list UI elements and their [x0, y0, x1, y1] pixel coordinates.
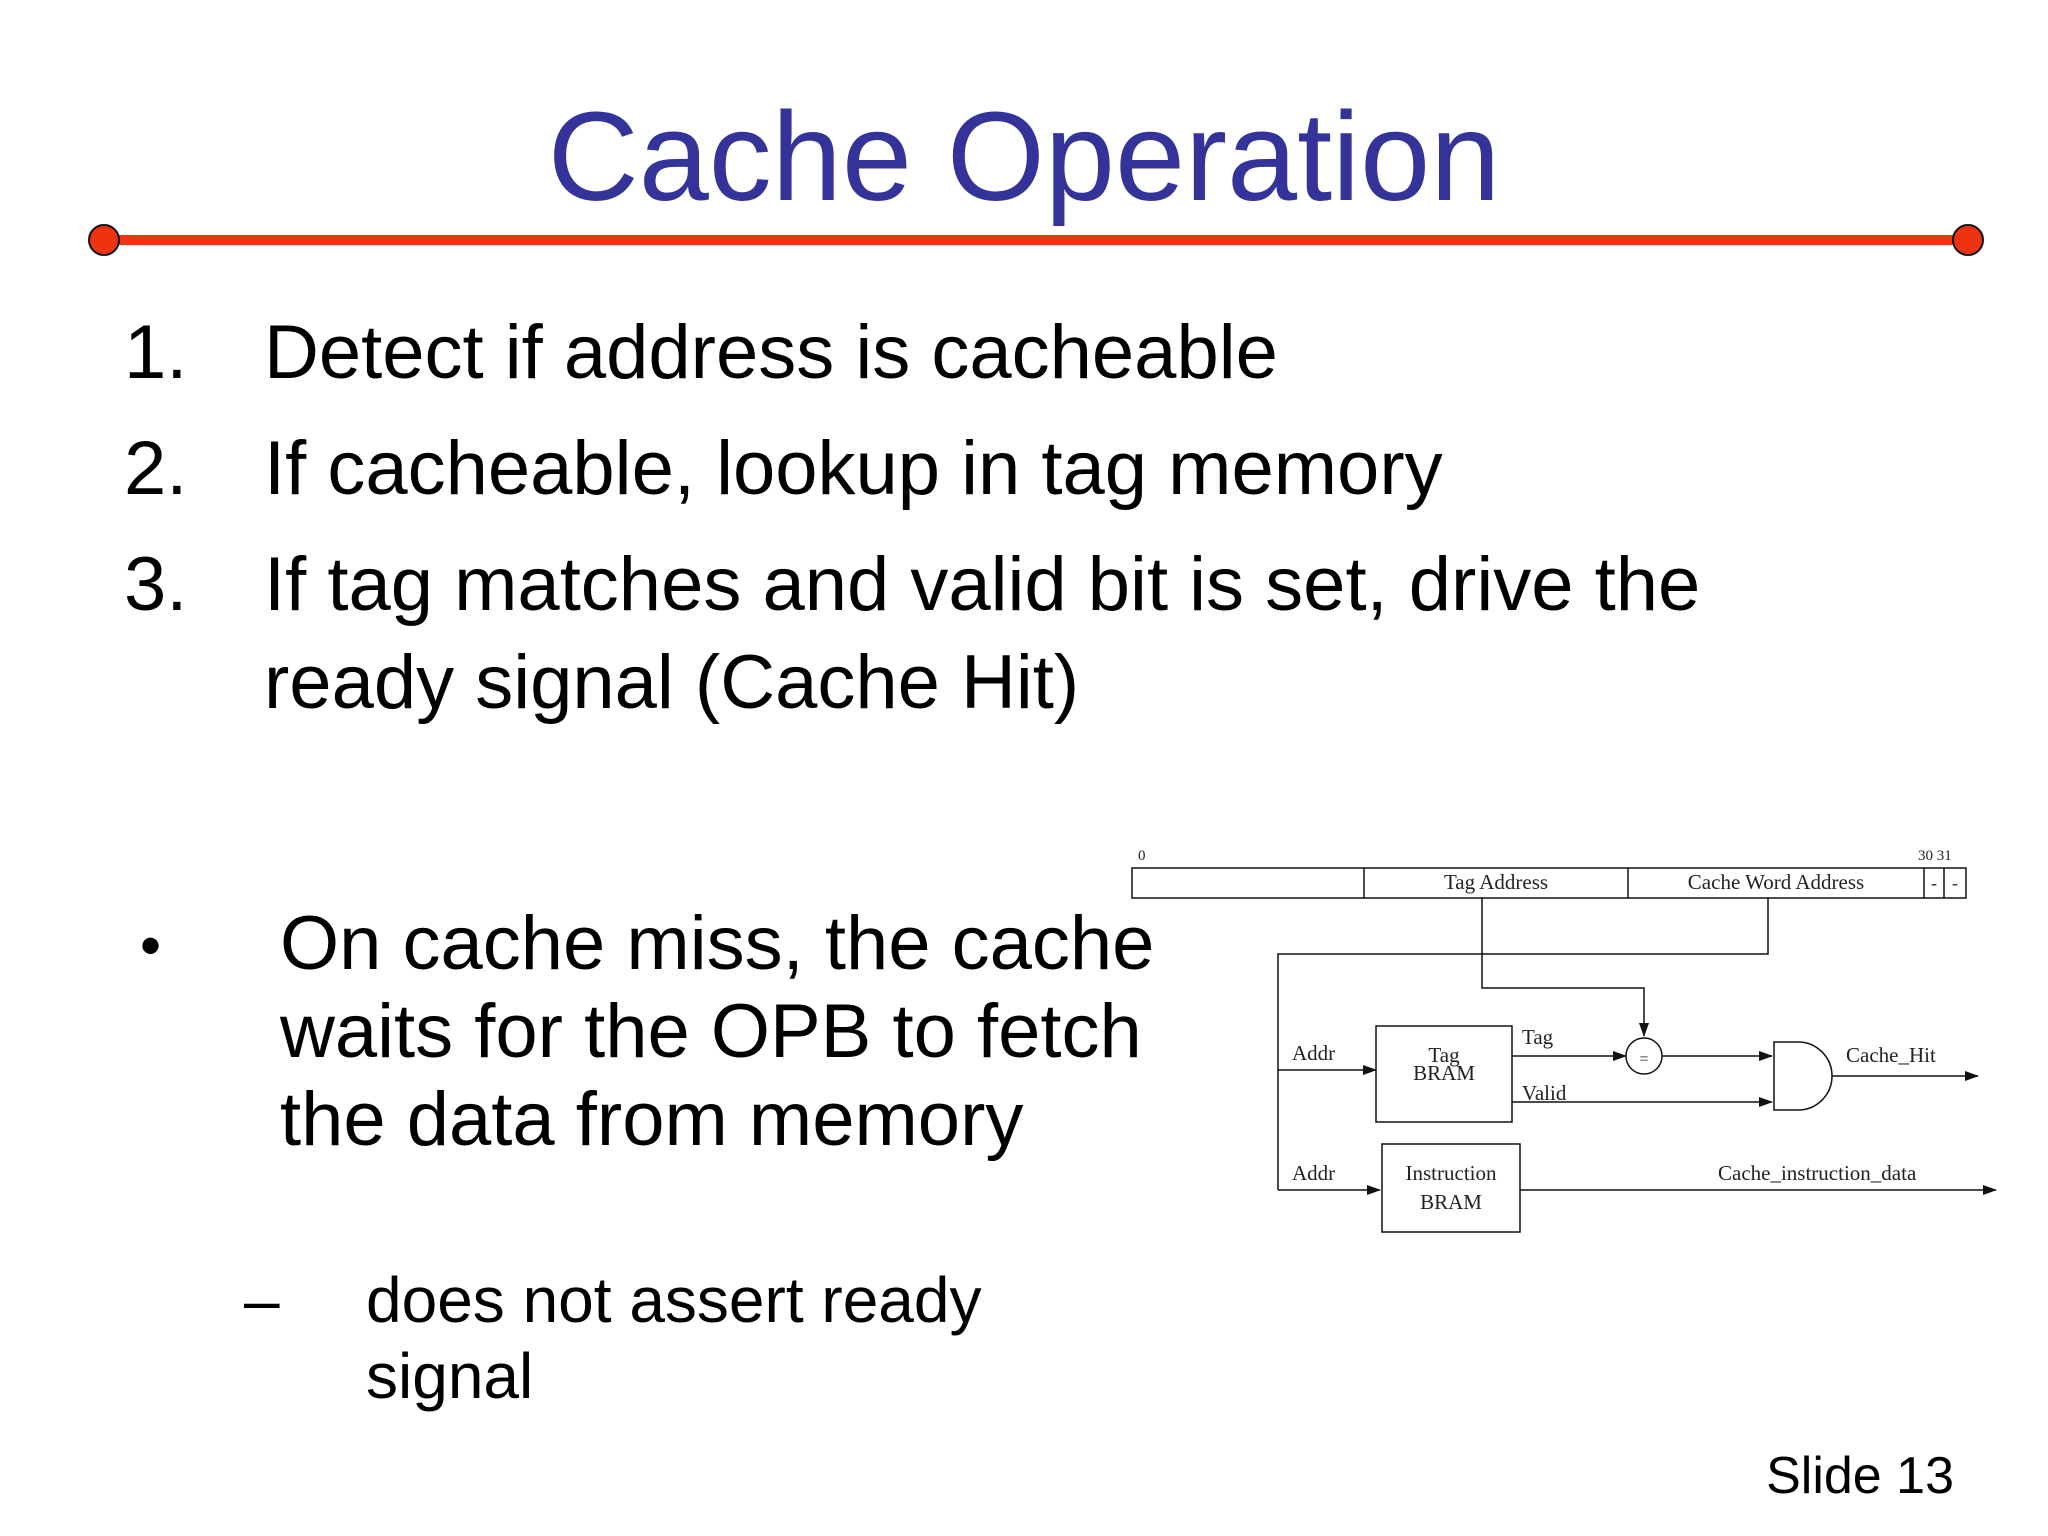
slide-title: Cache Operation [547, 86, 1501, 227]
instruction-bram-block [1381, 1143, 1521, 1233]
tag-signal-label: Tag [1522, 1025, 1554, 1049]
step-text: If cacheable, lookup in tag memory [264, 426, 1443, 511]
bit31-field: - [1952, 873, 1958, 893]
step-item: 1. Detect if address is cacheable [124, 304, 1924, 402]
instruction-data-label: Cache_instruction_data [1718, 1161, 1917, 1185]
addr-label-bottom: Addr [1292, 1161, 1335, 1185]
step-text: Detect if address is cacheable [264, 310, 1278, 395]
sub-bullet-marker: – [244, 1264, 280, 1336]
bit-end-label: 30 31 [1918, 848, 1952, 864]
step-number: 1. [124, 310, 188, 395]
and-gate [1773, 1041, 1833, 1111]
bit30-field: - [1931, 873, 1937, 893]
slide-number: Slide 13 [1766, 1447, 1954, 1505]
address-register [1131, 867, 1967, 899]
comparator-symbol: = [1639, 1051, 1648, 1068]
word-address-wire [1277, 898, 1769, 1190]
tag-address-field: Tag Address [1444, 870, 1548, 894]
step-item: 2. If cacheable, lookup in tag memory [124, 420, 1924, 518]
step-item: 3. If tag matches and valid bit is set, … [124, 536, 1924, 732]
steps-list: 1. Detect if address is cacheable 2. If … [124, 304, 1924, 750]
tag-address-wire [1481, 898, 1649, 1037]
valid-signal-label: Valid [1522, 1081, 1567, 1105]
tag-bram-block [1375, 1025, 1513, 1123]
tag-bram-label: Tag [1428, 1043, 1460, 1067]
tag-bram-label: BRAM [1413, 1061, 1475, 1085]
bit-start-label: 0 [1138, 848, 1146, 864]
bullet-marker: • [140, 912, 162, 979]
step-number: 2. [124, 426, 188, 511]
cache-word-address-field: Cache Word Address [1688, 870, 1864, 894]
title-underline [88, 224, 1984, 256]
cache-hit-label: Cache_Hit [1846, 1043, 1936, 1067]
step-number: 3. [124, 542, 188, 627]
bullet-text: On cache miss, the cache waits for the O… [280, 901, 1155, 1162]
step-text: If tag matches and valid bit is set, dri… [264, 542, 1701, 725]
addr-label-top: Addr [1292, 1041, 1335, 1065]
cache-diagram: 0 30 31 Tag Address Cache Word Address -… [1131, 848, 1997, 1233]
instruction-bram-label: Instruction [1406, 1161, 1497, 1185]
instruction-bram-label: BRAM [1420, 1190, 1482, 1214]
sub-bullet-text: does not assert ready signal [366, 1264, 982, 1412]
